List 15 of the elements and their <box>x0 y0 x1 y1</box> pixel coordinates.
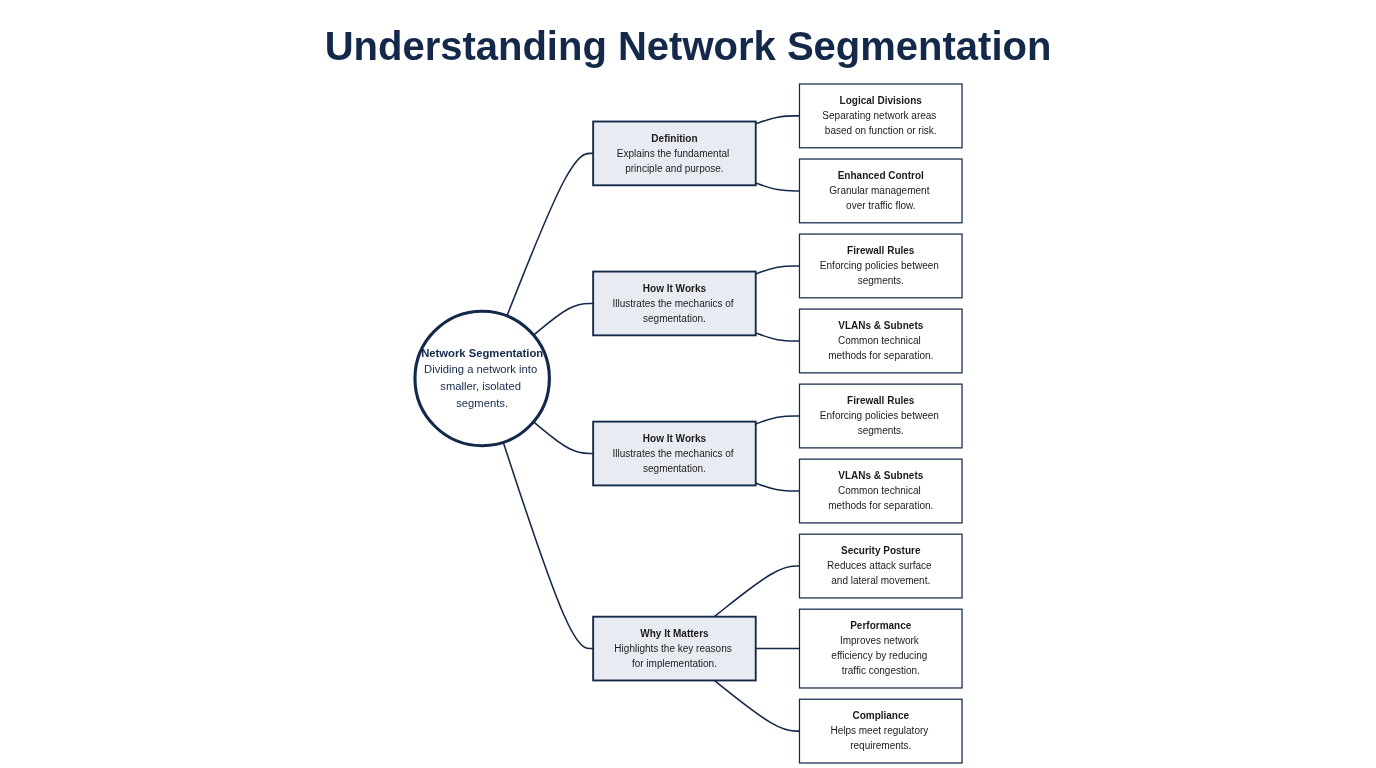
node-box: Enhanced Control Granular management over traffic flow. <box>798 158 963 224</box>
node-box: Logical Divisions Separating network areas based on function or risk. <box>798 83 963 149</box>
node-box: How It Works Illustrates the mechanics of segmentation. <box>591 270 757 337</box>
node-box: VLANs & Subnets Common technical methods for separation. <box>798 458 963 524</box>
node-box: Why It Matters Highlights the key reasons for implementation. <box>591 615 757 682</box>
node-box: Security Posture Reduces attack surface and lateral movement. <box>798 533 963 599</box>
diagram-title: Understanding Network Segmentation <box>324 24 1052 69</box>
node-box: Definition Explains the fundamental principle and purpose. <box>591 120 757 187</box>
node-box: How It Works Illustrates the mechanics of segmentation. <box>591 420 757 487</box>
node-box: Firewall Rules Enforcing policies between segments. <box>798 233 963 299</box>
node-box: Compliance Helps meet regulatory requirements. <box>798 698 963 764</box>
node-box: Firewall Rules Enforcing policies between segments. <box>798 383 963 449</box>
node-circle: Network Segmentation Dividing a network into smaller, isolated segments. <box>412 309 551 448</box>
node-box: VLANs & Subnets Common technical methods for separation. <box>798 308 963 374</box>
node-box: Performance Improves network efficiency by reducing traffic congestion. <box>798 608 963 689</box>
